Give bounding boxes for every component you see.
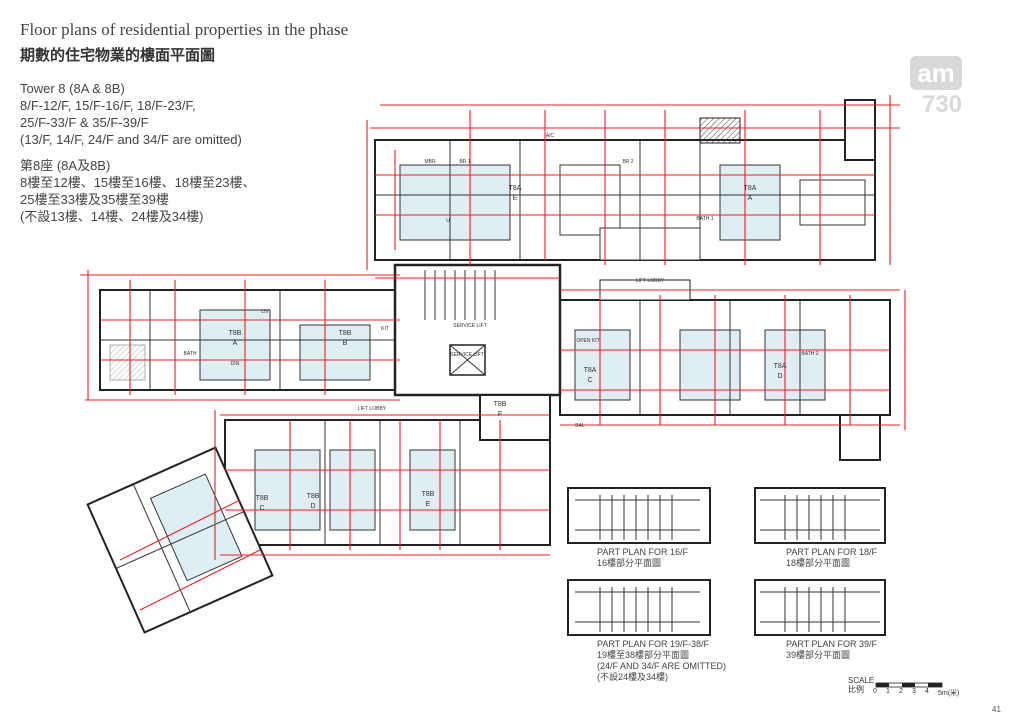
scale-tick: 4 — [925, 688, 929, 695]
part-plan-18f — [754, 487, 886, 544]
part-plan-caption: PART PLAN FOR 18/F 18樓部分平面圖 — [786, 547, 877, 569]
dimension-lines — [80, 95, 906, 611]
scale-tick: 2 — [899, 688, 903, 695]
unit-flat: F — [498, 411, 502, 418]
scale-tick: 5m(米) — [938, 690, 960, 697]
unit-flat: B — [343, 340, 348, 347]
tower-line-zh: 25樓至33樓及35樓至39樓 — [20, 192, 169, 207]
unit-label: T8B — [229, 330, 242, 337]
tower-8b-lower-wing — [224, 394, 551, 546]
room-label: BR 1 — [459, 159, 470, 165]
unit-label: T8B — [494, 401, 507, 408]
page-title: Floor plans of residential properties in… — [20, 20, 349, 39]
service-lift-label: SERVICE LIFT — [453, 323, 487, 329]
unit-label: T8A — [584, 367, 597, 374]
tower-line-zh: 第8座 (8A及8B) — [20, 158, 111, 173]
service-lift-label: SERVICE LIFT — [450, 352, 484, 358]
unit-flat: D — [310, 503, 315, 510]
caption-zh: 18樓部分平面圖 — [786, 558, 851, 568]
tower-info: Tower 8 (8A & 8B) 8/F-12/F, 15/F-16/F, 1… — [20, 80, 256, 225]
caption-zh: 39樓部分平面圖 — [786, 650, 851, 660]
tower-8a-lower-wing — [559, 299, 891, 461]
caption-en: PART PLAN FOR 18/F — [786, 547, 878, 557]
room-label: BATH — [184, 351, 197, 357]
unit-label: T8A — [744, 185, 757, 192]
caption-en: PART PLAN FOR 39/F — [786, 639, 878, 649]
tower-8a-upper-wing — [374, 99, 876, 261]
lift-lobby-label: LIFT LOBBY — [636, 278, 665, 284]
room-label: OPEN KIT — [576, 338, 599, 344]
unit-label: T8B — [256, 495, 269, 502]
caption-zh: 19樓至38樓部分平面圖 — [597, 650, 690, 660]
room-label: DIN — [231, 361, 240, 367]
room-label: KIT — [381, 326, 389, 332]
core-lift-lobby — [393, 263, 691, 397]
scale-tick: 3 — [912, 688, 916, 695]
part-plan-39f — [754, 579, 886, 636]
room-label: MBR — [424, 159, 436, 165]
unit-flat: A — [233, 340, 238, 347]
room-label: BAL — [575, 423, 585, 429]
scale-legend: SCALE 比例 — [848, 676, 874, 694]
room-label: LIV — [261, 309, 269, 315]
unit-flat: D — [777, 373, 782, 380]
scale-bar — [875, 682, 943, 688]
page-title-chinese: 期數的住宅物業的樓面平面圖 — [20, 46, 216, 64]
part-plan-caption: PART PLAN FOR 19/F-38/F 19樓至38樓部分平面圖 (24… — [597, 639, 726, 683]
unit-label: T8A — [774, 363, 787, 370]
tower-8b-left-wing — [99, 289, 401, 391]
room-label: BATH 2 — [801, 351, 818, 357]
watermark-text: am — [917, 58, 955, 88]
watermark-logo: am 730 — [910, 56, 962, 118]
unit-flat: E — [513, 195, 518, 202]
caption-note-en: (24/F AND 34/F ARE OMITTED) — [597, 661, 727, 671]
part-plan-caption: PART PLAN FOR 16/F 16樓部分平面圖 — [597, 547, 688, 569]
unit-label: T8A — [509, 185, 522, 192]
part-plan-caption: PART PLAN FOR 39/F 39樓部分平面圖 — [786, 639, 877, 661]
scale-label-zh: 比例 — [848, 685, 864, 694]
room-label: U — [446, 218, 450, 224]
part-plan-16f — [567, 487, 711, 544]
caption-en: PART PLAN FOR 19/F-38/F — [597, 639, 710, 649]
tower-line: (13/F, 14/F, 24/F and 34/F are omitted) — [20, 132, 242, 147]
unit-label: T8B — [307, 493, 320, 500]
tower-line: Tower 8 (8A & 8B) — [20, 81, 125, 96]
caption-note-zh: (不設24樓及34樓) — [597, 672, 669, 682]
unit-flat: E — [426, 501, 431, 508]
lift-lobby-label: LIFT LOBBY — [358, 406, 387, 412]
tower-line: 25/F-33/F & 35/F-39/F — [20, 115, 149, 130]
watermark-text: 730 — [922, 91, 962, 118]
scale-tick: 1 — [886, 688, 890, 695]
scale-tick: 0 — [873, 688, 877, 695]
part-plan-19f-38f — [567, 579, 711, 636]
unit-flat: C — [587, 377, 592, 384]
room-label: BR 2 — [622, 159, 633, 165]
tower-line-zh: (不設13樓、14樓、24樓及34樓) — [20, 209, 204, 224]
tower-line: 8/F-12/F, 15/F-16/F, 18/F-23/F, — [20, 98, 196, 113]
room-label: A/C — [546, 133, 555, 139]
tower-line-zh: 8樓至12樓、15樓至16樓、18樓至23樓、 — [20, 175, 256, 190]
scale-label-en: SCALE — [848, 676, 875, 685]
page-number: 41 — [992, 705, 1001, 714]
unit-label: T8B — [422, 491, 435, 498]
tower-8b-rotated-wing — [86, 446, 274, 634]
caption-zh: 16樓部分平面圖 — [597, 558, 662, 568]
unit-flat: C — [259, 505, 264, 512]
unit-label: T8B — [339, 330, 352, 337]
unit-flat: A — [748, 195, 753, 202]
room-label: BATH 1 — [696, 216, 713, 222]
caption-en: PART PLAN FOR 16/F — [597, 547, 689, 557]
